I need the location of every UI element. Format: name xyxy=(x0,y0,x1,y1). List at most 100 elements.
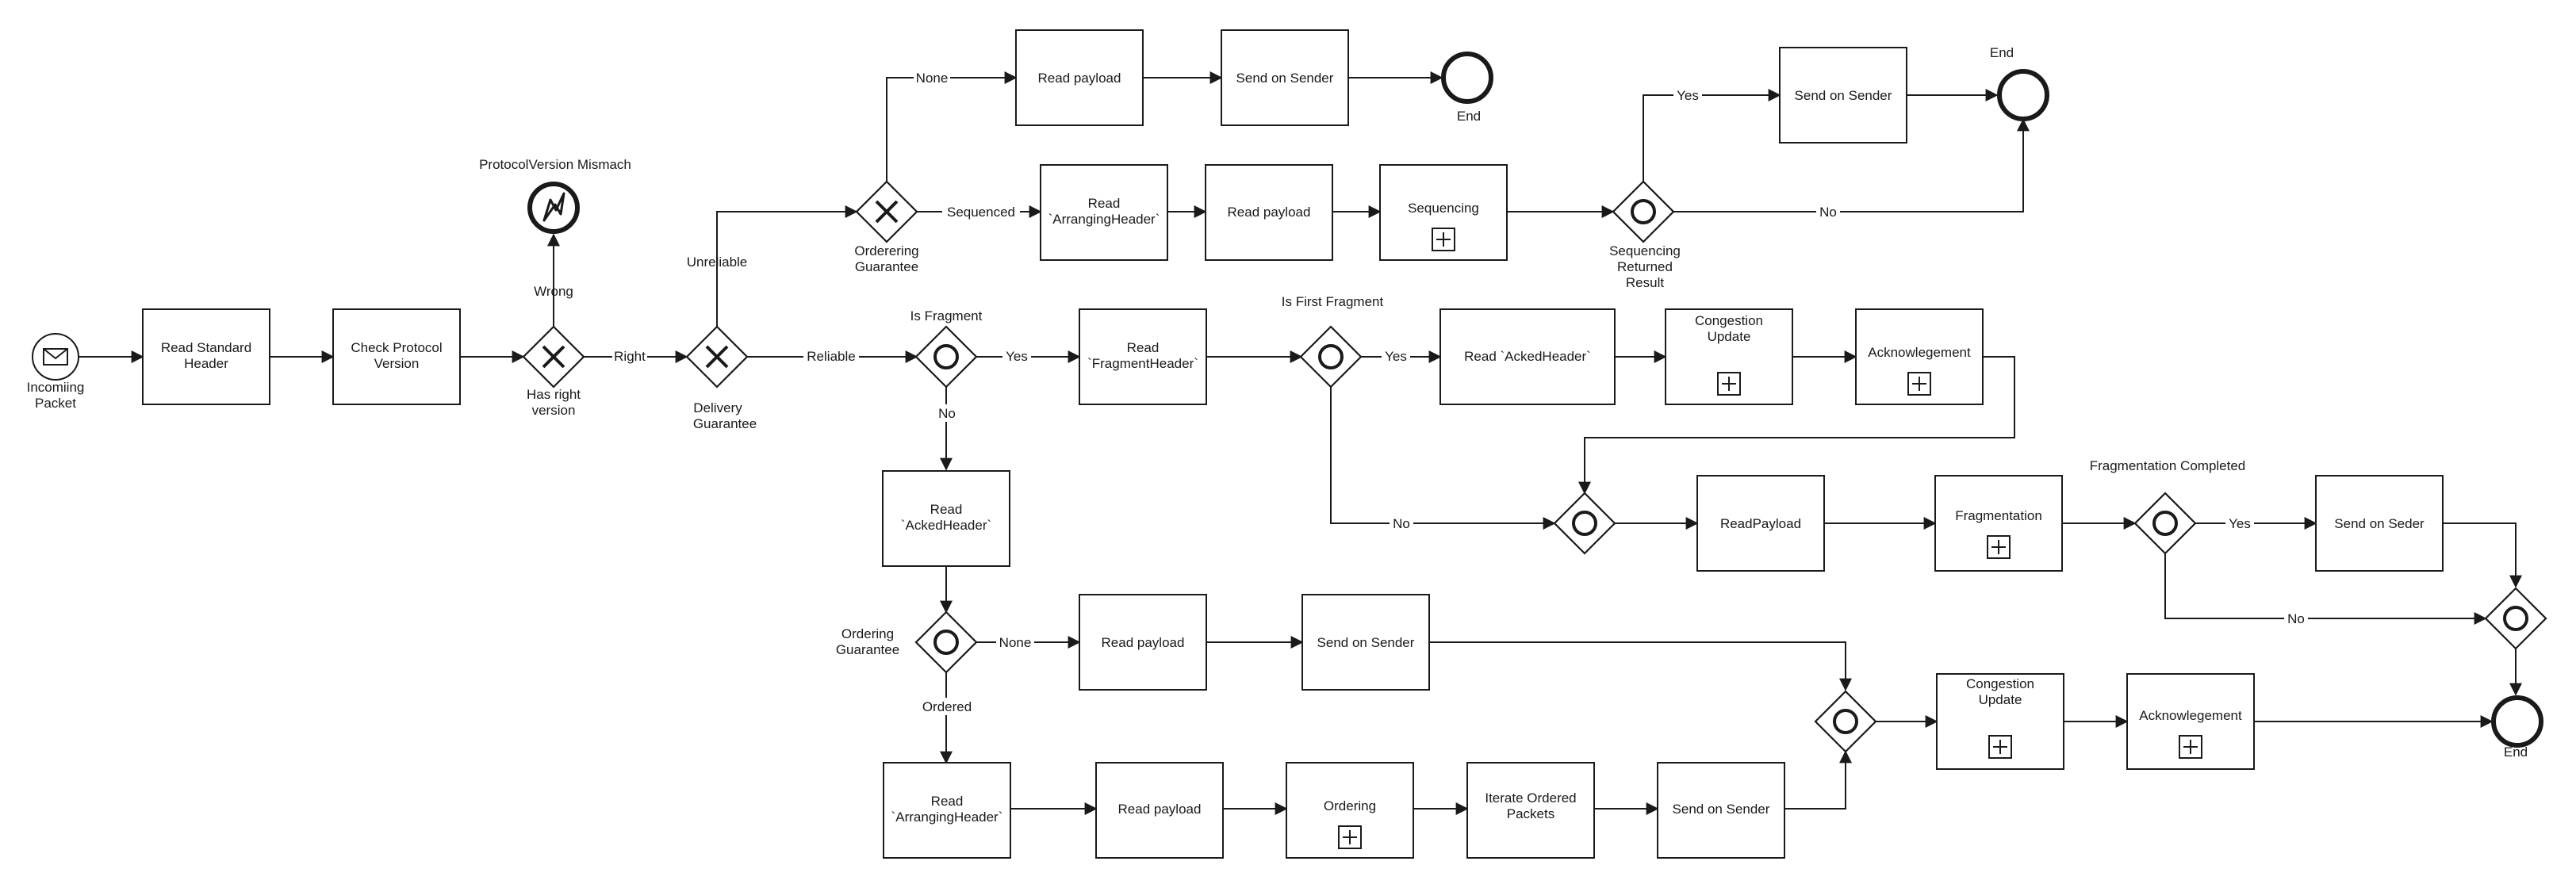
gw-first-fragment-label: Is First Fragment xyxy=(1282,294,1384,309)
edge-unreliable xyxy=(716,205,858,327)
end-event-seq[interactable]: End xyxy=(1990,45,2049,121)
subprocess-ordering[interactable]: Ordering xyxy=(1286,762,1414,859)
svg-text:Read payload: Read payload xyxy=(1038,71,1121,86)
task-send-on-sender-none-top[interactable]: Send on Sender xyxy=(1221,29,1349,126)
edge-label-seq-yes: Yes xyxy=(1677,88,1699,103)
task-read-acked-header-frag[interactable]: Read `AckedHeader` xyxy=(1439,308,1616,405)
edge-ack-merge xyxy=(1578,356,2015,495)
edge-seq-no xyxy=(1673,118,2030,212)
gateway-fragmentation-completed[interactable]: Fragmentation Completed xyxy=(2090,458,2246,555)
edge-label-first-yes: Yes xyxy=(1385,349,1407,364)
task-read-payload-bottom[interactable]: Read payload xyxy=(1095,762,1224,859)
svg-text:Send on Seder: Send on Seder xyxy=(2334,516,2425,531)
task-read-arranging-header-top[interactable]: Read`ArrangingHeader` xyxy=(1040,164,1168,261)
svg-text:Read `AckedHeader`: Read `AckedHeader` xyxy=(1464,349,1591,364)
circle-marker-icon xyxy=(933,630,959,655)
edge-seq-yes xyxy=(1643,89,1781,182)
svg-text:Read`ArrangingHeader`: Read`ArrangingHeader` xyxy=(1048,196,1160,227)
subprocess-acknowlegement-bottom[interactable]: Acknowlegement xyxy=(2126,673,2255,770)
edge-label-wrong: Wrong xyxy=(534,284,573,299)
edge-label-frag-no: No xyxy=(938,406,956,421)
task-readpayload-frag[interactable]: ReadPayload xyxy=(1696,475,1825,572)
subprocess-fragmentation[interactable]: Fragmentation xyxy=(1934,475,2063,572)
circle-marker-icon xyxy=(1833,709,1858,734)
expand-plus-icon[interactable] xyxy=(1988,735,2012,759)
edge-first-no xyxy=(1330,387,1556,530)
task-read-payload-none-top[interactable]: Read payload xyxy=(1015,29,1144,126)
edge-send-bottom-merge xyxy=(1784,750,1852,810)
task-read-acked-header-nofrag[interactable]: Read`AckedHeader` xyxy=(882,470,1010,567)
edge-label-frag-yes: Yes xyxy=(1006,349,1028,364)
subprocess-sequencing[interactable]: Sequencing xyxy=(1379,164,1508,261)
edge-label-seq-no: No xyxy=(1819,205,1837,220)
gw-is-fragment-label: Is Fragment xyxy=(910,308,983,323)
svg-text:Send on Sender: Send on Sender xyxy=(1795,88,1892,103)
gateway-is-fragment[interactable]: Is Fragment xyxy=(910,308,983,388)
gateway-first-fragment[interactable]: Is First Fragment xyxy=(1282,294,1384,388)
circle-marker-icon xyxy=(1318,344,1344,369)
task-send-on-sender-seq[interactable]: Send on Sender xyxy=(1779,47,1907,144)
exclusive-x-icon xyxy=(875,200,899,224)
expand-plus-icon[interactable] xyxy=(1987,535,2011,559)
expand-plus-icon[interactable] xyxy=(2179,735,2202,759)
task-send-on-sender-none-mid[interactable]: Send on Sender xyxy=(1301,594,1430,691)
svg-text:Read`AckedHeader`: Read`AckedHeader` xyxy=(901,502,991,533)
expand-plus-icon[interactable] xyxy=(1338,825,1362,849)
task-send-on-sender-bottom[interactable]: Send on Sender xyxy=(1657,762,1785,859)
end-event-bottom[interactable]: End xyxy=(2491,695,2543,760)
end-event-top[interactable]: End xyxy=(1441,52,1493,124)
svg-text:Acknowlegement: Acknowlegement xyxy=(1868,345,1971,360)
exclusive-x-icon xyxy=(705,345,729,369)
protocol-error-label: ProtocolVersion Mismach xyxy=(479,157,631,172)
gateway-merge-fragment[interactable] xyxy=(1553,492,1616,555)
circle-marker-icon xyxy=(933,344,959,369)
svg-text:Read payload: Read payload xyxy=(1118,802,1202,817)
task-read-arranging-header-bottom[interactable]: Read`ArrangingHeader` xyxy=(883,762,1011,859)
expand-plus-icon[interactable] xyxy=(1717,372,1741,396)
edge-label-completed-no: No xyxy=(2287,611,2305,626)
svg-text:Send on Sender: Send on Sender xyxy=(1673,802,1770,817)
edge-completed-no xyxy=(2164,553,2487,625)
task-read-payload-seq[interactable]: Read payload xyxy=(1205,164,1333,261)
task-send-on-seder[interactable]: Send on Seder xyxy=(2315,475,2444,572)
task-read-payload-none-mid[interactable]: Read payload xyxy=(1079,594,1207,691)
svg-text:Read payload: Read payload xyxy=(1228,205,1311,220)
gateway-merge-bottom[interactable] xyxy=(1814,690,1877,753)
edge-label-first-no: No xyxy=(1393,516,1410,531)
expand-plus-icon[interactable] xyxy=(1907,372,1931,396)
svg-text:Ordering: Ordering xyxy=(1324,798,1376,813)
subprocess-acknowlegement-frag[interactable]: Acknowlegement xyxy=(1855,308,1984,405)
circle-marker-icon xyxy=(1631,199,1656,224)
svg-text:Check ProtocolVersion: Check ProtocolVersion xyxy=(351,340,442,371)
gateway-merge-right[interactable] xyxy=(2484,587,2547,650)
svg-text:Send on Sender: Send on Sender xyxy=(1317,635,1415,650)
edges xyxy=(77,71,2522,815)
error-end-event[interactable]: ProtocolVersion Mismach xyxy=(479,157,631,234)
svg-text:Fragmentation: Fragmentation xyxy=(1955,508,2042,523)
expand-plus-icon[interactable] xyxy=(1432,228,1455,251)
edge-label-ordering-none: None xyxy=(999,635,1032,650)
end-seq-label: End xyxy=(1990,45,2014,60)
task-read-fragment-header[interactable]: Read`FragmentHeader` xyxy=(1079,308,1207,405)
edge-label-right: Right xyxy=(614,349,646,364)
svg-text:Send on Sender: Send on Sender xyxy=(1236,71,1334,86)
edge-label-ordered: Ordered xyxy=(922,699,972,714)
